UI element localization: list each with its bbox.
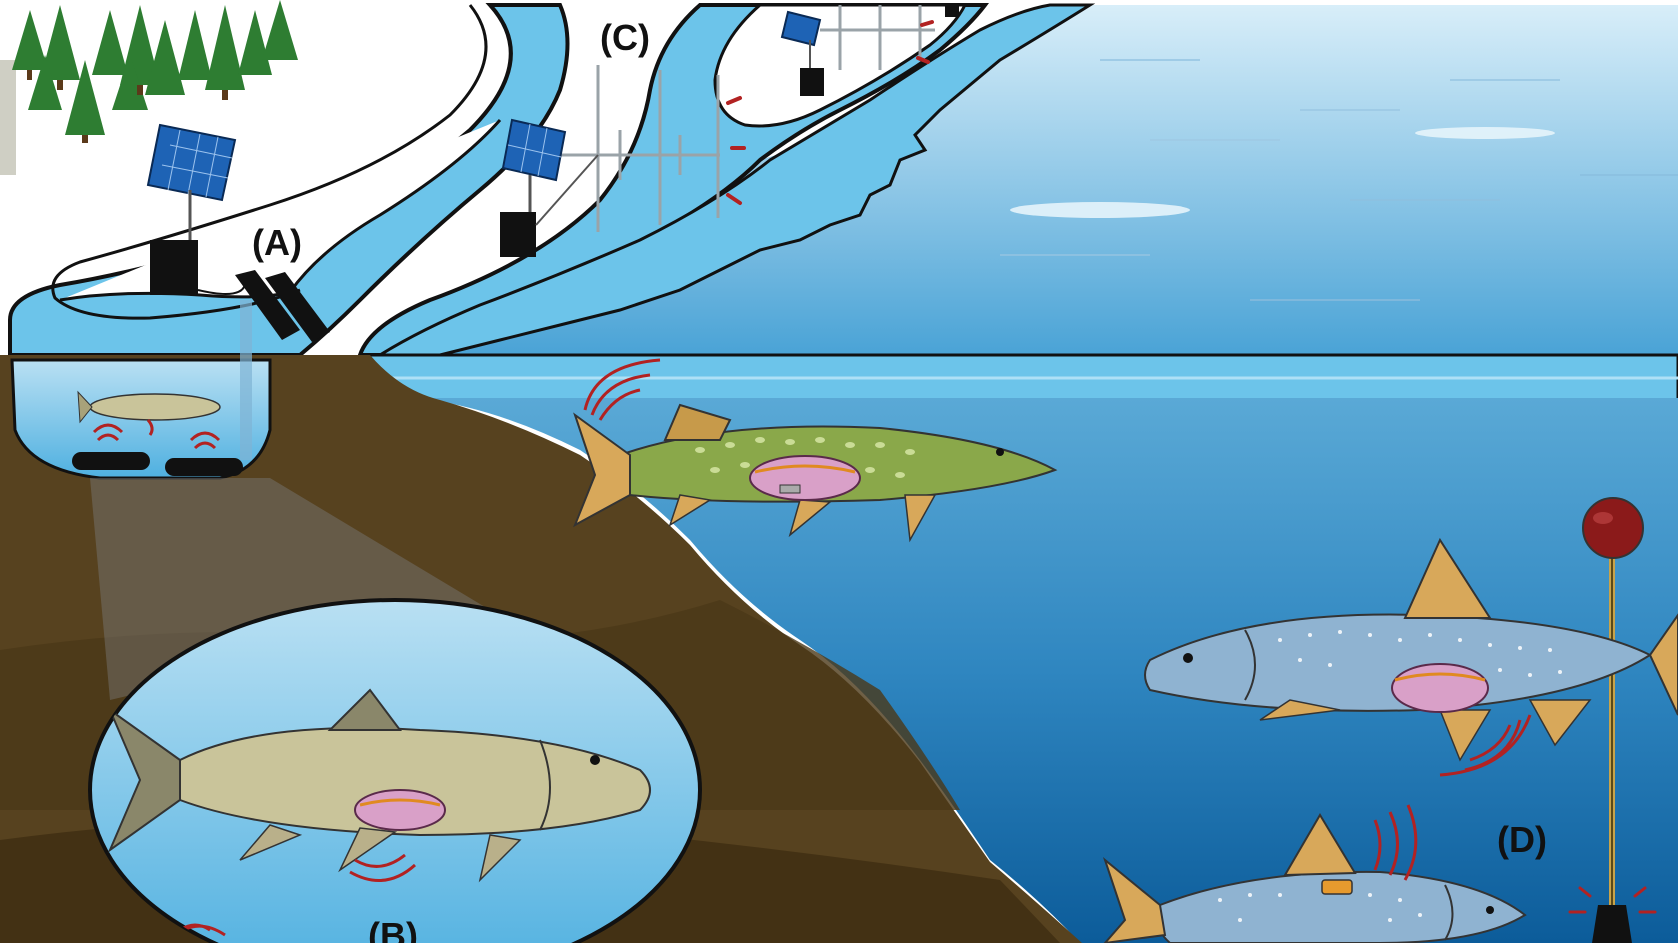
receiver-box-icon <box>500 212 536 257</box>
solar-panel-icon <box>503 120 565 180</box>
transmitter-implant <box>1392 664 1488 712</box>
transmitter-implant <box>355 790 445 830</box>
receiver-box-icon <box>150 240 198 295</box>
label-c: (C) <box>600 17 650 58</box>
label-b: (B) <box>368 915 418 943</box>
lake-surface <box>360 355 1678 400</box>
receiver-box-icon <box>800 68 824 96</box>
transmitter-implant <box>750 456 860 500</box>
label-d: (D) <box>1497 819 1547 860</box>
label-a: (A) <box>252 222 302 263</box>
